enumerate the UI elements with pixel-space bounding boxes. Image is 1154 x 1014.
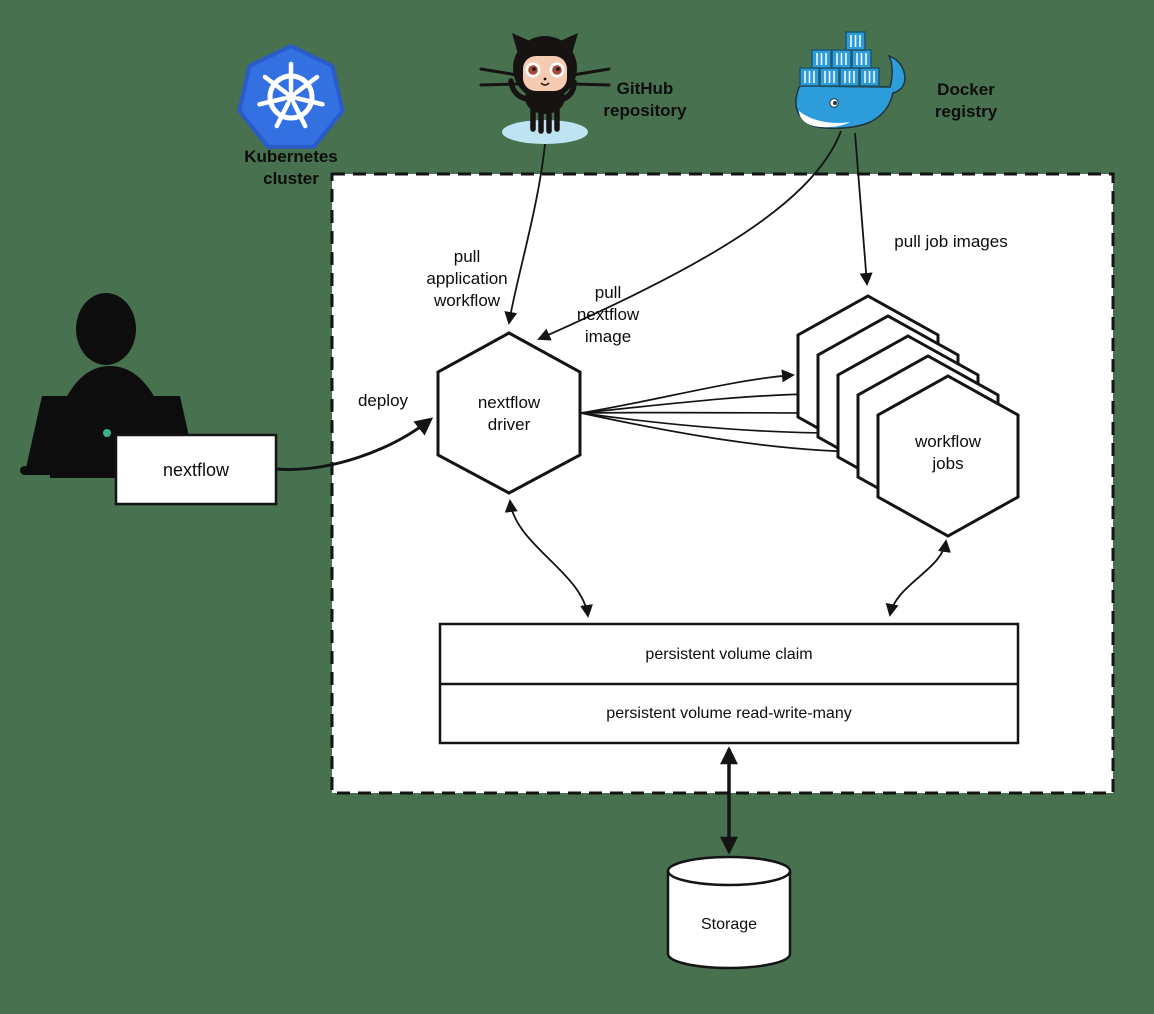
github-repository-label: GitHub repository — [603, 79, 687, 120]
jobs-pv-arrow — [885, 539, 951, 617]
pull-nextflow-image-arrow — [537, 130, 842, 341]
pull-application-workflow-label: pull application workflow — [426, 247, 508, 310]
deploy-arrow — [275, 417, 434, 471]
persistent-volume-claim-label: persistent volume claim — [645, 646, 813, 663]
nextflow-driver-hexagon — [436, 331, 582, 495]
docker-whale-icon — [795, 31, 906, 130]
driver-to-job-arrow — [580, 369, 795, 414]
kubernetes-cluster-label: Kubernetes cluster — [244, 147, 338, 188]
docker-containers — [799, 31, 880, 87]
workflow-jobs-label: workflow jobs — [914, 432, 982, 473]
nextflow-box-label: nextflow — [162, 460, 230, 480]
kubernetes-icon — [237, 44, 345, 149]
pull-job-images-arrow — [854, 132, 873, 286]
pull-application-workflow-arrow — [504, 143, 546, 325]
driver-to-job-arrow — [580, 412, 875, 459]
persistent-volume-label: persistent volume read-write-many — [606, 705, 852, 722]
driver-to-job-arrow — [580, 387, 815, 414]
storage-cylinder — [666, 855, 792, 970]
storage-label: Storage — [700, 916, 758, 933]
driver-pv-arrow — [504, 499, 593, 618]
github-octocat-icon — [479, 33, 611, 144]
docker-registry-label: Docker registry — [934, 80, 998, 121]
pull-nextflow-image-label: pull nextflow image — [576, 283, 640, 346]
pull-job-images-label: pull job images — [894, 232, 1008, 251]
workflow-job-hexagon — [876, 374, 1020, 538]
deploy-label: deploy — [357, 391, 409, 410]
nextflow-driver-label: nextflow driver — [477, 393, 541, 434]
workflow-jobs-stack — [796, 294, 1020, 538]
nextflow-box — [114, 433, 278, 506]
